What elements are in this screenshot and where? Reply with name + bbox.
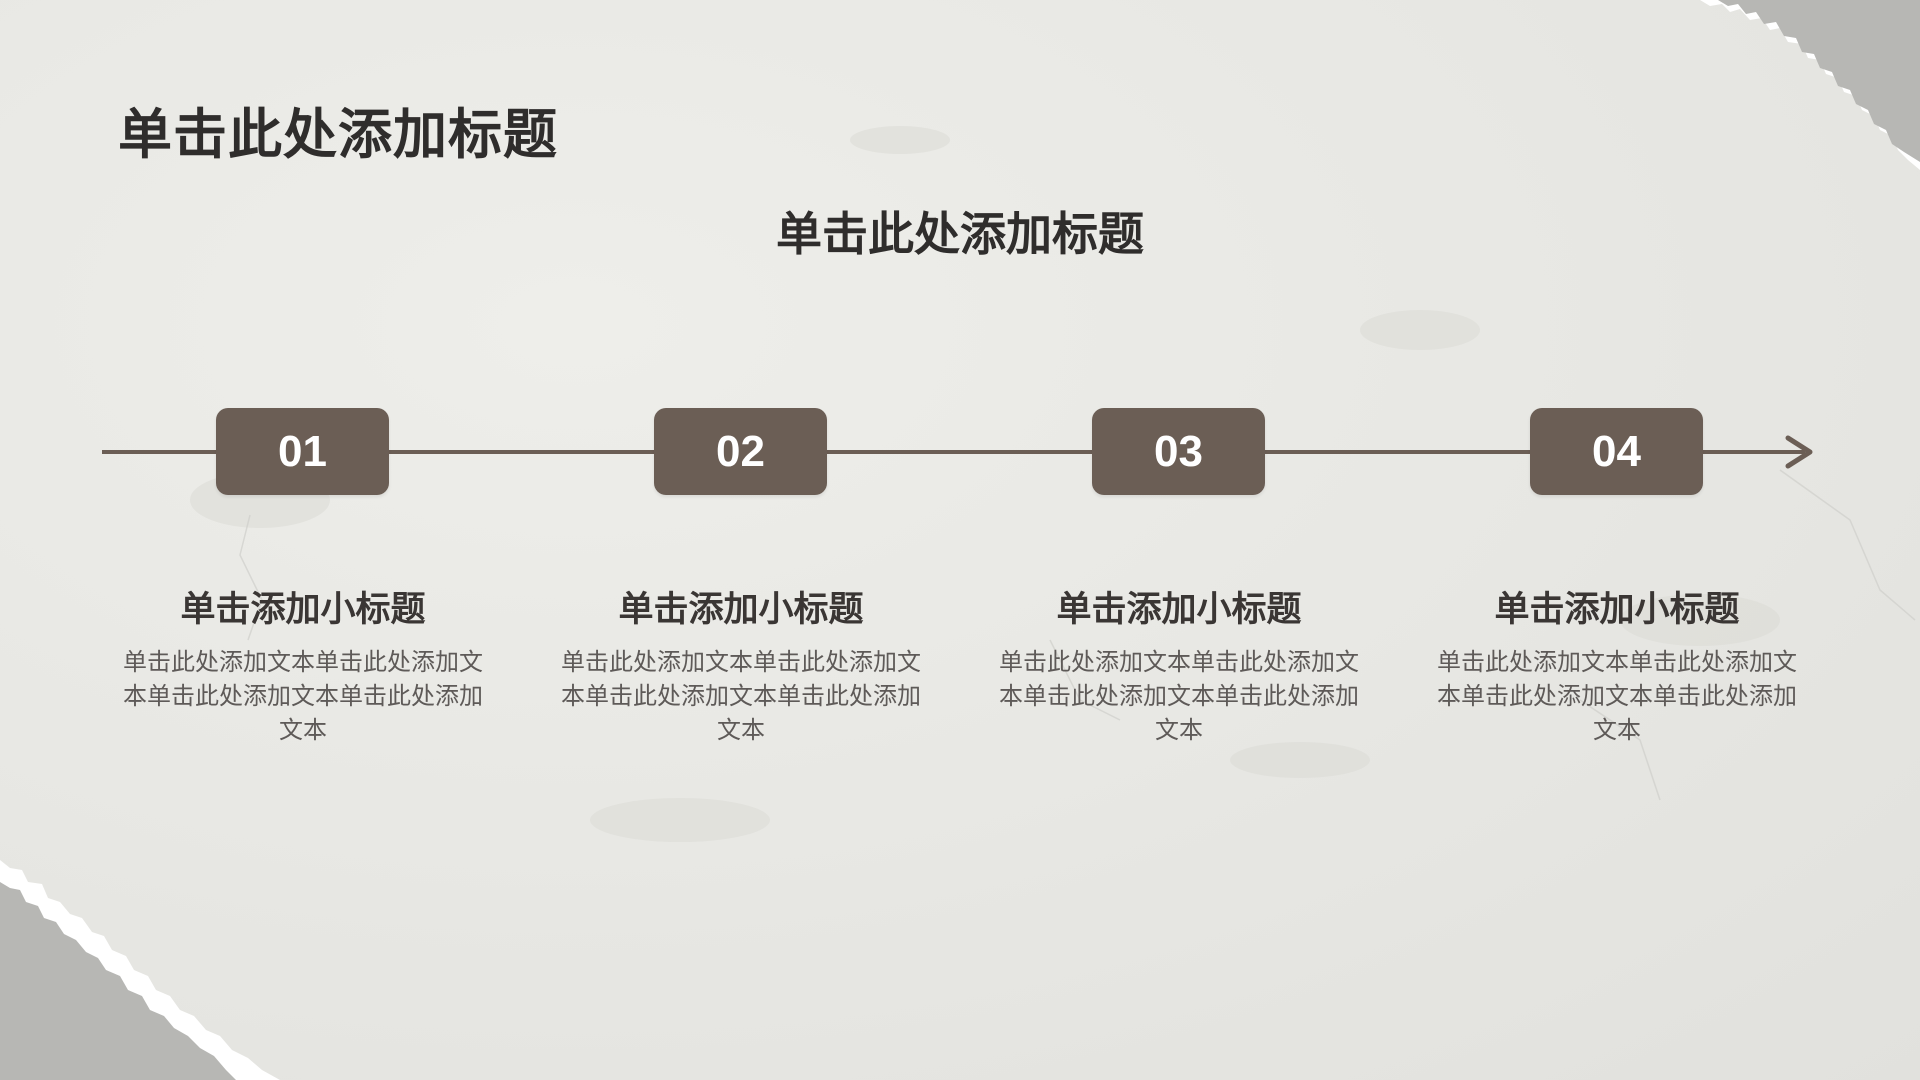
step-column-1: 单击添加小标题 单击此处添加文本单击此处添加文本单击此处添加文本单击此处添加文本: [113, 585, 493, 747]
section-title[interactable]: 单击此处添加标题: [776, 207, 1144, 261]
torn-paper-bottom-left: [0, 860, 280, 1080]
step-heading[interactable]: 单击添加小标题: [1494, 590, 1740, 630]
step-heading[interactable]: 单击添加小标题: [180, 590, 426, 630]
step-heading[interactable]: 单击添加小标题: [618, 590, 864, 630]
step-number-box-2[interactable]: 02: [654, 408, 827, 495]
step-body-text[interactable]: 单击此处添加文本单击此处添加文本单击此处添加文本单击此处添加文本: [999, 648, 1359, 744]
step-body-text[interactable]: 单击此处添加文本单击此处添加文本单击此处添加文本单击此处添加文本: [123, 648, 483, 744]
step-number-box-4[interactable]: 04: [1530, 408, 1703, 495]
step-number-box-3[interactable]: 03: [1092, 408, 1265, 495]
step-body-text[interactable]: 单击此处添加文本单击此处添加文本单击此处添加文本单击此处添加文本: [561, 648, 921, 744]
slide-title[interactable]: 单击此处添加标题: [118, 103, 558, 166]
step-column-2: 单击添加小标题 单击此处添加文本单击此处添加文本单击此处添加文本单击此处添加文本: [551, 585, 931, 747]
step-body-text[interactable]: 单击此处添加文本单击此处添加文本单击此处添加文本单击此处添加文本: [1437, 648, 1797, 744]
torn-paper-top-right: [1700, 0, 1920, 170]
step-column-3: 单击添加小标题 单击此处添加文本单击此处添加文本单击此处添加文本单击此处添加文本: [989, 585, 1369, 747]
step-heading[interactable]: 单击添加小标题: [1056, 590, 1302, 630]
arrow-right-icon: [1785, 435, 1813, 469]
step-number-box-1[interactable]: 01: [216, 408, 389, 495]
step-column-4: 单击添加小标题 单击此处添加文本单击此处添加文本单击此处添加文本单击此处添加文本: [1427, 585, 1807, 747]
